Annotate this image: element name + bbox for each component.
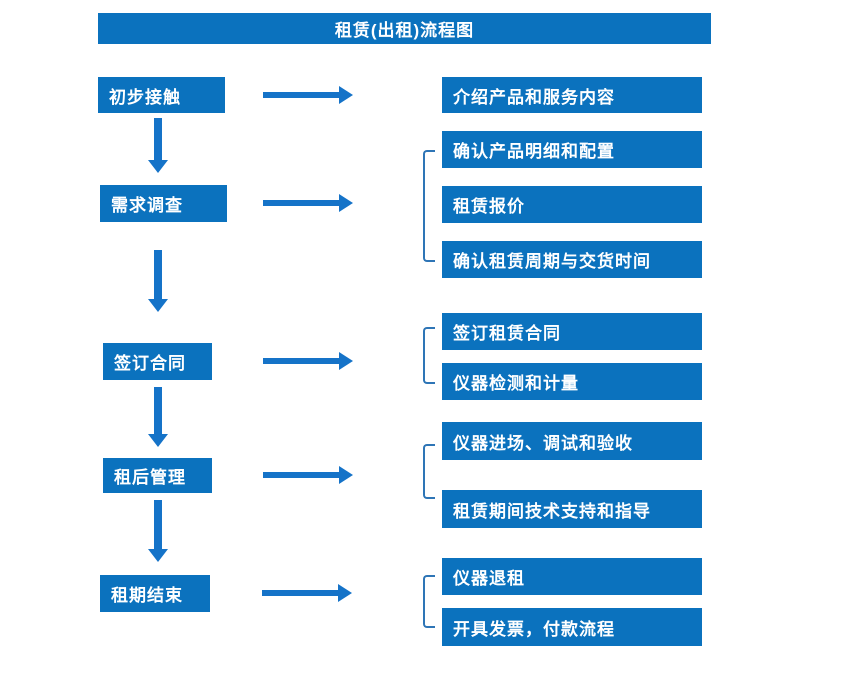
detail-label: 仪器退租 — [453, 569, 525, 588]
arrow-head — [339, 86, 353, 104]
detail-label: 确认租赁周期与交货时间 — [453, 252, 651, 271]
stage-box-post-rental-management: 租后管理 — [103, 458, 212, 493]
stage-box-demand-survey: 需求调查 — [100, 185, 227, 222]
arrow-shaft — [263, 358, 340, 364]
arrow-head — [338, 584, 352, 602]
title-bar: 租赁(出租)流程图 — [98, 13, 711, 44]
page-title: 租赁(出租)流程图 — [334, 21, 475, 40]
flow-arrow-right-icon — [263, 86, 353, 104]
stage-box-initial-contact: 初步接触 — [98, 77, 225, 113]
stage-label: 租后管理 — [114, 468, 186, 487]
detail-label: 仪器进场、调试和验收 — [453, 433, 633, 453]
flow-arrow-right-icon — [262, 584, 352, 602]
detail-label: 租赁期间技术支持和指导 — [453, 501, 651, 521]
detail-box: 仪器进场、调试和验收 — [442, 422, 702, 460]
detail-label: 开具发票，付款流程 — [453, 619, 615, 639]
stage-label: 初步接触 — [109, 87, 181, 107]
arrow-head — [339, 352, 353, 370]
detail-box: 仪器退租 — [442, 558, 702, 595]
detail-box: 确认产品明细和配置 — [442, 131, 702, 168]
flow-arrow-down-icon — [148, 250, 168, 312]
arrow-shaft — [262, 590, 339, 596]
stage-label: 需求调查 — [111, 196, 183, 215]
bracket-connector — [423, 150, 435, 262]
flow-arrow-down-icon — [148, 387, 168, 447]
flow-arrow-right-icon — [263, 466, 353, 484]
flow-arrow-right-icon — [263, 352, 353, 370]
arrow-shaft — [263, 200, 340, 206]
detail-box: 租赁期间技术支持和指导 — [442, 490, 702, 528]
detail-label: 租赁报价 — [453, 197, 525, 216]
detail-label: 签订租赁合同 — [453, 324, 561, 343]
arrow-shaft — [154, 387, 162, 434]
detail-label: 介绍产品和服务内容 — [453, 87, 615, 107]
stage-label: 租期结束 — [111, 586, 183, 605]
arrow-shaft — [154, 500, 162, 549]
detail-box: 介绍产品和服务内容 — [442, 77, 702, 113]
arrow-head — [148, 549, 168, 562]
bracket-connector — [423, 444, 435, 499]
stage-box-sign-contract: 签订合同 — [103, 343, 212, 380]
detail-box: 仪器检测和计量 — [442, 363, 702, 400]
detail-box: 租赁报价 — [442, 186, 702, 223]
bracket-connector — [423, 327, 435, 384]
bracket-connector — [423, 575, 435, 628]
arrow-head — [148, 299, 168, 312]
detail-label: 仪器检测和计量 — [453, 374, 579, 393]
detail-box: 开具发票，付款流程 — [442, 608, 702, 646]
stage-box-rental-end: 租期结束 — [100, 575, 210, 612]
arrow-shaft — [154, 250, 162, 299]
arrow-head — [148, 160, 168, 173]
flow-arrow-down-icon — [148, 118, 168, 173]
arrow-shaft — [263, 92, 340, 98]
arrow-head — [339, 194, 353, 212]
detail-label: 确认产品明细和配置 — [453, 142, 615, 161]
detail-box: 签订租赁合同 — [442, 313, 702, 350]
arrow-head — [339, 466, 353, 484]
flow-arrow-down-icon — [148, 500, 168, 562]
flow-arrow-right-icon — [263, 194, 353, 212]
detail-box: 确认租赁周期与交货时间 — [442, 241, 702, 278]
arrow-shaft — [263, 472, 340, 478]
arrow-head — [148, 434, 168, 447]
stage-label: 签订合同 — [114, 354, 186, 373]
arrow-shaft — [154, 118, 162, 160]
